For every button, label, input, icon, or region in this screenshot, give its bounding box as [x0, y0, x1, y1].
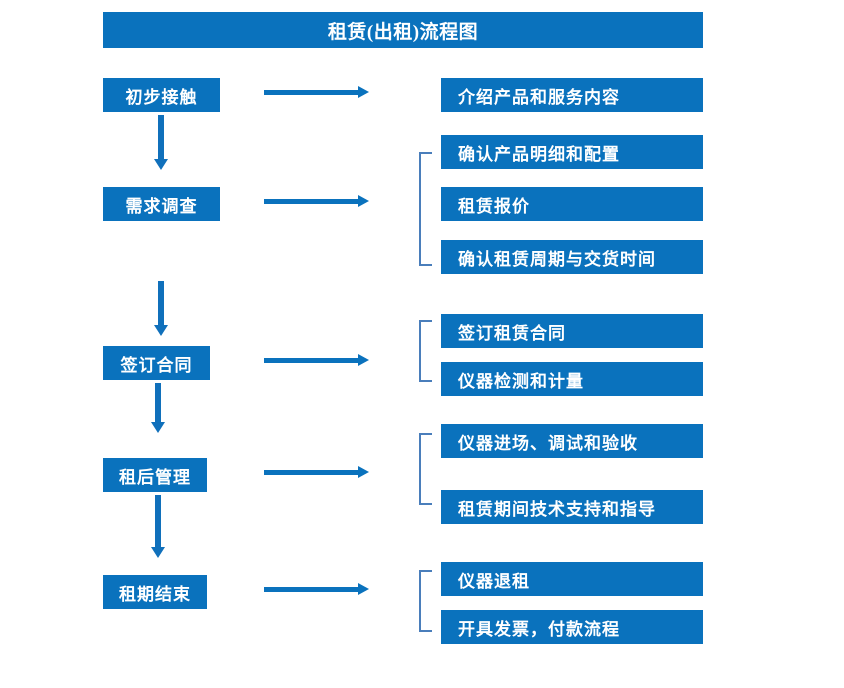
arrow-head-icon [358, 466, 369, 478]
stage-flow-arrow-1 [264, 86, 369, 98]
arrow-shaft-icon [155, 383, 161, 422]
detail-node-label: 仪器检测和计量 [458, 371, 584, 391]
stage-node-label: 初步接触 [125, 87, 198, 107]
arrow-head-icon [154, 325, 168, 336]
detail-node-label: 确认租赁周期与交货时间 [458, 249, 656, 269]
detail-group-bracket-4 [419, 433, 432, 505]
stage-node-label: 租期结束 [119, 584, 191, 604]
detail-node-label: 仪器进场、调试和验收 [458, 433, 638, 453]
detail-group-bracket-5 [419, 570, 432, 632]
detail-node[interactable]: 租赁期间技术支持和指导 [441, 490, 703, 524]
arrow-shaft-icon [264, 90, 358, 95]
detail-group-bracket-3 [419, 320, 432, 382]
stage-flow-arrow-5 [264, 583, 369, 595]
stage-flow-arrow-4 [264, 466, 369, 478]
stage-node-2[interactable]: 需求调查 [103, 187, 220, 221]
stage-flow-arrow-2 [264, 195, 369, 207]
stage-node-label: 需求调查 [125, 196, 198, 216]
stage-connector-arrow-4 [151, 495, 165, 558]
arrow-head-icon [358, 86, 369, 98]
stage-connector-arrow-3 [151, 383, 165, 433]
arrow-shaft-icon [264, 199, 358, 204]
stage-node-label: 租后管理 [119, 467, 191, 487]
stage-connector-arrow-2 [154, 281, 168, 336]
detail-node-label: 租赁期间技术支持和指导 [458, 499, 656, 519]
detail-node[interactable]: 租赁报价 [441, 187, 703, 221]
arrow-head-icon [358, 195, 369, 207]
arrow-shaft-icon [158, 115, 164, 159]
arrow-head-icon [151, 422, 165, 433]
stage-flow-arrow-3 [264, 354, 369, 366]
arrow-shaft-icon [264, 470, 358, 475]
arrow-shaft-icon [264, 358, 358, 363]
page-title: 租赁(出租)流程图 [103, 12, 703, 48]
detail-node[interactable]: 仪器检测和计量 [441, 362, 703, 396]
stage-node-4[interactable]: 租后管理 [103, 458, 207, 492]
stage-node-1[interactable]: 初步接触 [103, 78, 220, 112]
detail-node[interactable]: 确认租赁周期与交货时间 [441, 240, 703, 274]
arrow-shaft-icon [155, 495, 161, 547]
arrow-head-icon [358, 354, 369, 366]
detail-node-label: 租赁报价 [458, 196, 530, 216]
arrow-head-icon [151, 547, 165, 558]
detail-node[interactable]: 介绍产品和服务内容 [441, 78, 703, 112]
stage-node-3[interactable]: 签订合同 [103, 346, 210, 380]
detail-node[interactable]: 签订租赁合同 [441, 314, 703, 348]
detail-group-bracket-2 [419, 152, 432, 266]
detail-node[interactable]: 开具发票，付款流程 [441, 610, 703, 644]
stage-node-label: 签订合同 [120, 355, 193, 375]
detail-node[interactable]: 仪器进场、调试和验收 [441, 424, 703, 458]
detail-node-label: 开具发票，付款流程 [458, 619, 620, 639]
arrow-head-icon [358, 583, 369, 595]
detail-node[interactable]: 确认产品明细和配置 [441, 135, 703, 169]
detail-node[interactable]: 仪器退租 [441, 562, 703, 596]
arrow-shaft-icon [158, 281, 164, 325]
arrow-head-icon [154, 159, 168, 170]
detail-node-label: 介绍产品和服务内容 [458, 87, 620, 107]
stage-node-5[interactable]: 租期结束 [103, 575, 207, 609]
arrow-shaft-icon [264, 587, 358, 592]
detail-node-label: 确认产品明细和配置 [458, 144, 620, 164]
detail-node-label: 签订租赁合同 [458, 323, 566, 343]
stage-connector-arrow-1 [154, 115, 168, 170]
detail-node-label: 仪器退租 [458, 571, 530, 591]
